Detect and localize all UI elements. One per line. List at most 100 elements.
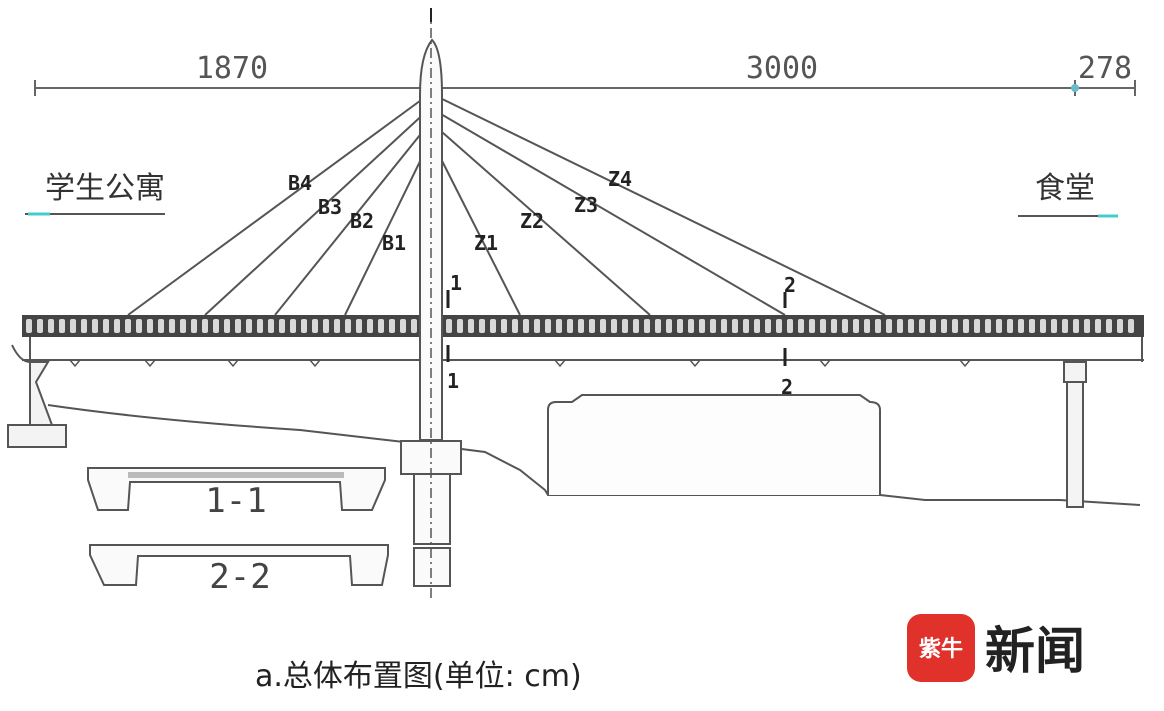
deck-segment <box>908 319 914 333</box>
deck-segment <box>1073 319 1079 333</box>
deck-segment <box>710 319 716 333</box>
deck-segment <box>930 319 936 333</box>
deck-segment <box>732 319 738 333</box>
deck-segment <box>677 319 683 333</box>
deck-segment <box>897 319 903 333</box>
right-pier <box>1063 361 1087 508</box>
dimension-line <box>34 80 1136 96</box>
deck-segment <box>312 319 318 333</box>
deck-segment <box>523 319 529 333</box>
dimension-main-span: 3000 <box>746 51 818 86</box>
deck-segment <box>875 319 881 333</box>
deck-segment <box>611 319 617 333</box>
cable-label-z3: Z3 <box>574 193 598 217</box>
deck-segment <box>400 319 406 333</box>
deck-segment <box>125 319 131 333</box>
deck-segment <box>169 319 175 333</box>
deck-left <box>22 315 420 337</box>
deck-segment <box>644 319 650 333</box>
deck-segment <box>985 319 991 333</box>
deck-segment <box>114 319 120 333</box>
deck-segment <box>334 319 340 333</box>
deck-segment <box>512 319 518 333</box>
deck-segment <box>191 319 197 333</box>
deck-segment <box>633 319 639 333</box>
deck-segment <box>952 319 958 333</box>
deck-segment <box>721 319 727 333</box>
cross-section-1-1 <box>87 467 386 511</box>
dimension-node-pier <box>1071 84 1079 92</box>
deck-segment <box>180 319 186 333</box>
logo-badge <box>907 614 975 682</box>
deck-segment <box>754 319 760 333</box>
dimension-right-span: 278 <box>1078 51 1132 86</box>
deck-segment <box>479 319 485 333</box>
deck-segment <box>589 319 595 333</box>
cable-label-z1: Z1 <box>474 231 498 255</box>
deck-segment <box>919 319 925 333</box>
deck-segment <box>534 319 540 333</box>
deck-segment <box>798 319 804 333</box>
deck-segment <box>996 319 1002 333</box>
deck-segment <box>666 319 672 333</box>
cross-section-2-2 <box>89 544 389 586</box>
ground-line <box>47 404 1141 506</box>
deck-segment <box>224 319 230 333</box>
deck-segment <box>743 319 749 333</box>
deck-segment <box>389 319 395 333</box>
deck-segment <box>1029 319 1035 333</box>
cable-label-b1: B1 <box>382 231 406 255</box>
deck-segment <box>842 319 848 333</box>
deck-segment <box>457 319 463 333</box>
deck-segment <box>37 319 43 333</box>
deck-segment <box>809 319 815 333</box>
deck-segment <box>556 319 562 333</box>
deck-segment <box>59 319 65 333</box>
deck-segment <box>1051 319 1057 333</box>
deck-segment <box>567 319 573 333</box>
cable-label-z2: Z2 <box>520 209 544 233</box>
dimension-left-span: 1870 <box>196 51 268 86</box>
deck-pattern <box>26 319 1134 333</box>
deck-segment <box>864 319 870 333</box>
deck-segment <box>367 319 373 333</box>
deck-segment <box>246 319 252 333</box>
section-mark-1-top: 1 <box>450 271 462 295</box>
deck-segment <box>268 319 274 333</box>
cross-section-label-2-2: 2-2 <box>209 557 270 597</box>
deck-segment <box>490 319 496 333</box>
deck-segment <box>655 319 661 333</box>
deck-segment <box>213 319 219 333</box>
section-mark-1-bottom: 1 <box>447 369 459 393</box>
deck-segment <box>1106 319 1112 333</box>
logo-text: 新闻 <box>985 621 1085 680</box>
site-label-right: 食堂 <box>1035 171 1095 206</box>
deck-segment <box>257 319 263 333</box>
pylon <box>400 38 462 587</box>
deck-segment <box>1007 319 1013 333</box>
section-mark-2-bottom: 2 <box>781 375 793 399</box>
logo-badge-text: 紫牛 <box>919 636 963 662</box>
deck-segment <box>290 319 296 333</box>
cross-section-label-1-1: 1-1 <box>205 481 266 521</box>
deck-segment <box>1084 319 1090 333</box>
deck-segment <box>853 319 859 333</box>
cable-label-z4: Z4 <box>608 167 632 191</box>
deck-segment <box>70 319 76 333</box>
deck-segment <box>1040 319 1046 333</box>
deck-segment <box>776 319 782 333</box>
deck-segment <box>92 319 98 333</box>
deck-segment <box>1117 319 1123 333</box>
deck-segment <box>622 319 628 333</box>
deck-segment <box>468 319 474 333</box>
stay-cables <box>127 94 886 316</box>
deck-segment <box>323 319 329 333</box>
deck-segment <box>600 319 606 333</box>
deck-segment <box>48 319 54 333</box>
deck-segment <box>831 319 837 333</box>
left-abutment <box>7 344 67 448</box>
deck-segment <box>1062 319 1068 333</box>
deck-segment <box>1018 319 1024 333</box>
deck-segment <box>235 319 241 333</box>
